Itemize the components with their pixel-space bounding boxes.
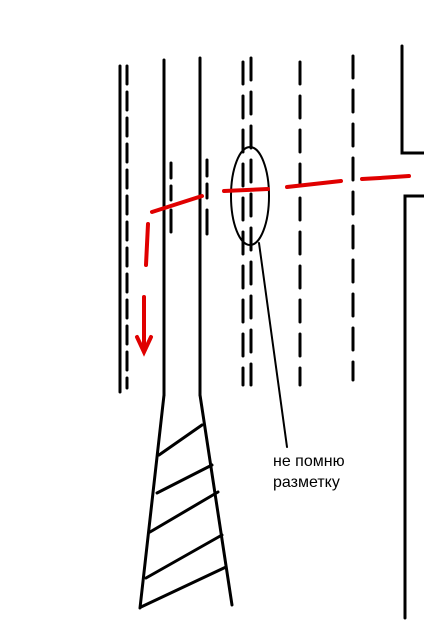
island-hatch-1: [157, 423, 204, 457]
island-hatch-5: [139, 565, 228, 609]
route-path-crossing: [360, 174, 411, 181]
island-hatch-3: [148, 490, 220, 534]
annotation-caption: не помню разметку: [273, 451, 345, 493]
annotation-line-1: не помню: [273, 453, 345, 470]
right-road-edge-lower: [403, 194, 424, 620]
annotation-line-2: разметку: [273, 474, 340, 491]
annotation-leader-line: [258, 242, 288, 448]
island-hatch-4: [144, 533, 224, 580]
unknown-marking-ellipse: [230, 146, 270, 246]
route-arrowhead: [135, 335, 153, 357]
route-dash-1: [285, 179, 343, 189]
route-dash-2: [222, 187, 270, 193]
right-road-edge: [400, 44, 424, 155]
island-hatch-2: [155, 463, 214, 495]
route-dash-3: [150, 194, 204, 214]
island-left-edge: [138, 393, 166, 610]
route-dash-4: [144, 222, 150, 267]
island-right-edge: [198, 393, 234, 607]
